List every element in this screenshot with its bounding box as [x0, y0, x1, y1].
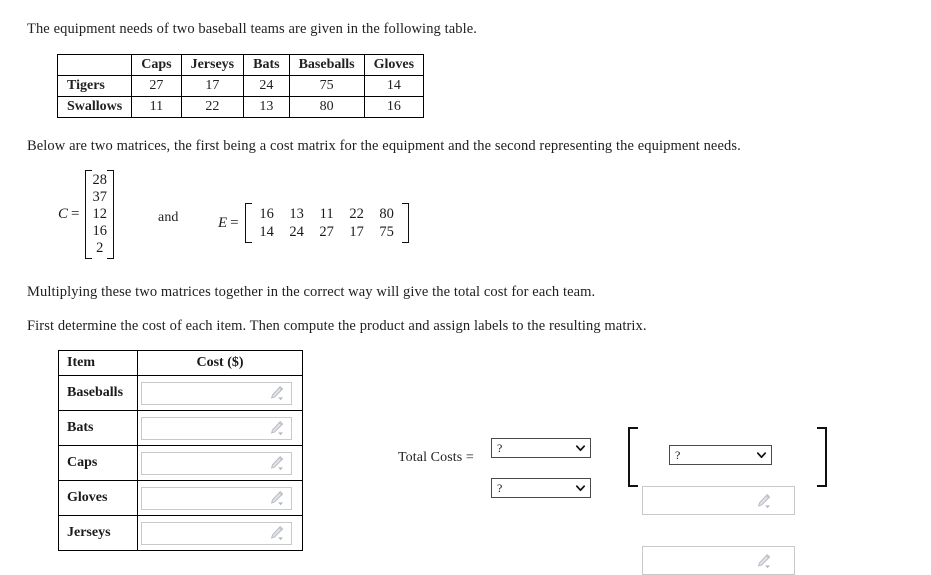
table-row: Tigers 27 17 24 75 14 [56, 75, 425, 97]
matrix-e-cell-0-3: 22 [349, 206, 364, 222]
answer-cost-cell-bats [137, 410, 303, 446]
matrix-e-cell-1-0: 14 [259, 224, 274, 240]
answer-column-header-cost: Cost ($) [137, 350, 303, 376]
cell-swallows-gloves: 16 [363, 96, 425, 118]
chevron-down-icon[interactable] [756, 450, 767, 461]
matrix-e-equals: = [230, 214, 239, 231]
matrices-conjunction: and [158, 210, 179, 225]
table-row: Gloves [58, 480, 303, 516]
total-costs-select-bottom[interactable]: ? [491, 478, 591, 498]
matrix-e-cell-0-0: 16 [259, 206, 274, 222]
pencil-icon[interactable] [756, 493, 772, 509]
cost-input-jerseys[interactable] [141, 521, 292, 545]
cost-input-gloves[interactable] [141, 486, 292, 510]
matrix-e-bracket: 16 13 11 22 80 14 24 27 17 75 [244, 203, 409, 243]
intro-line-4: First determine the cost of each item. T… [27, 318, 647, 334]
cell-swallows-jerseys: 22 [180, 96, 245, 118]
cell-tigers-gloves: 14 [363, 75, 425, 97]
cell-tigers-bats: 24 [243, 75, 290, 97]
answer-cost-cell-caps [137, 445, 303, 481]
pencil-icon[interactable] [269, 525, 285, 541]
answer-row-label-baseballs: Baseballs [58, 375, 138, 411]
answer-row-label-bats: Bats [58, 410, 138, 446]
pencil-icon[interactable] [756, 553, 772, 569]
matrix-c-cell-4: 2 [96, 240, 104, 256]
matrix-c: C = 28 37 12 16 2 [58, 170, 114, 259]
cell-swallows-baseballs: 80 [288, 96, 365, 118]
total-costs-select-bottom-value: ? [497, 481, 503, 495]
column-header-baseballs: Baseballs [288, 54, 365, 76]
intro-line-1: The equipment needs of two baseball team… [27, 21, 478, 37]
answer-row-label-gloves: Gloves [58, 480, 138, 516]
answer-row-label-caps: Caps [58, 445, 138, 481]
answer-column-header-item: Item [58, 350, 138, 376]
matrix-c-equals: = [71, 206, 80, 222]
table-header-row: Caps Jerseys Bats Baseballs Gloves [56, 54, 425, 76]
pencil-icon[interactable] [269, 490, 285, 506]
result-matrix-input-0[interactable] [642, 486, 795, 515]
row-header-tigers: Tigers [56, 75, 133, 97]
column-header-caps: Caps [131, 54, 182, 76]
table-corner-cell [56, 54, 133, 76]
matrix-e-cell-0-1: 13 [289, 206, 304, 222]
matrix-e-cell-0-2: 11 [319, 206, 334, 222]
matrix-e-cell-1-1: 24 [289, 224, 304, 240]
cost-input-baseballs[interactable] [141, 381, 292, 405]
cell-tigers-caps: 27 [131, 75, 182, 97]
result-matrix-label-select[interactable]: ? [669, 445, 772, 465]
matrix-e-label: E [218, 214, 228, 231]
intro-line-2: Below are two matrices, the first being … [27, 138, 741, 154]
cost-input-bats[interactable] [141, 416, 292, 440]
matrix-c-cell-1: 37 [92, 189, 107, 205]
matrix-e-cell-0-4: 80 [379, 206, 394, 222]
table-row: Swallows 11 22 13 80 16 [56, 96, 425, 118]
matrix-c-cell-3: 16 [92, 223, 107, 239]
matrix-c-label: C [58, 206, 69, 222]
cost-input-caps[interactable] [141, 451, 292, 475]
matrix-e-cell-1-2: 27 [319, 224, 334, 240]
cell-swallows-bats: 13 [243, 96, 290, 118]
matrix-e: E = 16 13 11 22 80 14 24 27 17 75 [218, 203, 409, 243]
cell-swallows-caps: 11 [131, 96, 182, 118]
equipment-needs-table: Caps Jerseys Bats Baseballs Gloves Tiger… [56, 54, 425, 118]
result-matrix-bracket-right [817, 427, 827, 487]
table-row: Baseballs [58, 375, 303, 411]
matrix-e-row-0: 16 13 11 22 80 [252, 205, 402, 223]
total-costs-select-top[interactable]: ? [491, 438, 591, 458]
result-matrix-label-select-value: ? [675, 448, 681, 462]
answer-row-label-jerseys: Jerseys [58, 515, 138, 551]
answer-header-row: Item Cost ($) [58, 350, 303, 376]
cell-tigers-baseballs: 75 [288, 75, 365, 97]
row-header-swallows: Swallows [56, 96, 133, 118]
matrix-c-cell-2: 12 [92, 206, 107, 222]
result-matrix-bracket-left [628, 427, 638, 487]
matrix-c-bracket: 28 37 12 16 2 [85, 170, 114, 259]
chevron-down-icon[interactable] [575, 483, 586, 494]
column-header-gloves: Gloves [363, 54, 425, 76]
matrix-e-row-1: 14 24 27 17 75 [252, 223, 402, 241]
matrix-e-cell-1-3: 17 [349, 224, 364, 240]
table-row: Caps [58, 445, 303, 481]
answer-cost-cell-gloves [137, 480, 303, 516]
item-cost-answer-table: Item Cost ($) Baseballs [58, 350, 303, 551]
column-header-bats: Bats [243, 54, 290, 76]
table-row: Bats [58, 410, 303, 446]
answer-cost-cell-jerseys [137, 515, 303, 551]
column-header-jerseys: Jerseys [180, 54, 245, 76]
chevron-down-icon[interactable] [575, 443, 586, 454]
total-costs-label: Total Costs = [398, 450, 474, 465]
result-matrix-input-1[interactable] [642, 546, 795, 575]
intro-line-3: Multiplying these two matrices together … [27, 284, 596, 300]
pencil-icon[interactable] [269, 455, 285, 471]
pencil-icon[interactable] [269, 420, 285, 436]
pencil-icon[interactable] [269, 385, 285, 401]
matrix-e-cell-1-4: 75 [379, 224, 394, 240]
cell-tigers-jerseys: 17 [180, 75, 245, 97]
matrix-c-cell-0: 28 [92, 172, 107, 188]
total-costs-select-top-value: ? [497, 441, 503, 455]
table-row: Jerseys [58, 515, 303, 551]
answer-cost-cell-baseballs [137, 375, 303, 411]
